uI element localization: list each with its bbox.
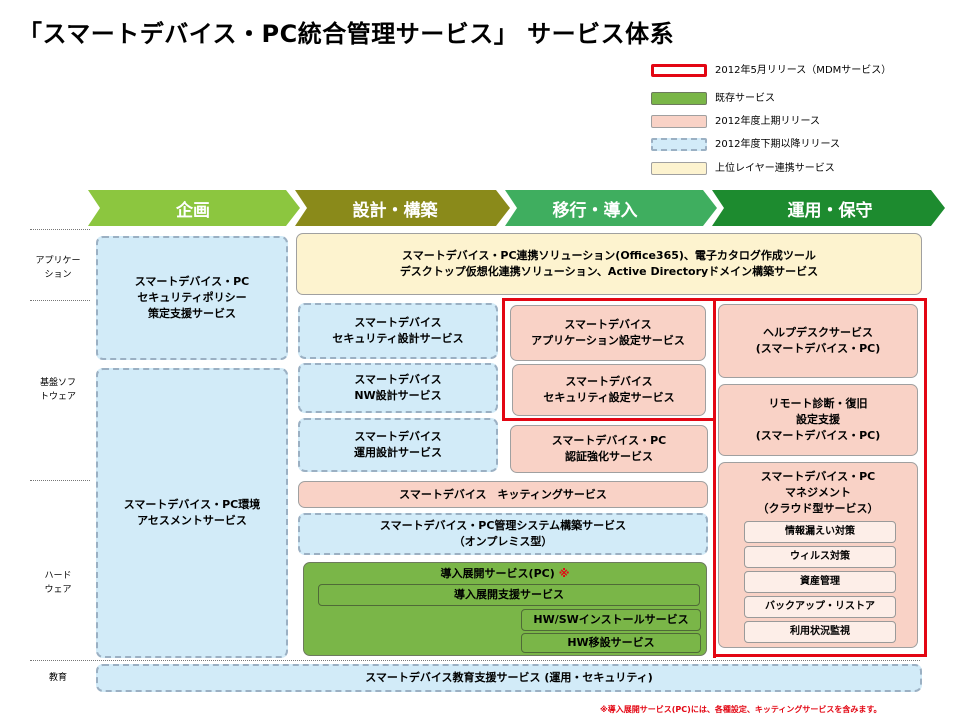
security-setting-service-box: スマートデバイス セキュリティ設定サービス: [512, 364, 706, 416]
assessment-service-box: スマートデバイス・PC環境 アセスメントサービス: [96, 368, 288, 658]
mdm-release-frame-step-down: [713, 418, 716, 658]
legend-swatch-yellow: [651, 162, 707, 175]
phase-label-migration: 移行・導入: [552, 201, 638, 221]
layer-label-hardware: ハード ウェア: [44, 571, 72, 595]
app-link-service-box: スマートデバイス・PC連携ソリューション(Office365)、電子カタログ作成…: [296, 233, 922, 295]
management-service-label: スマートデバイス・PC マネジメント （クラウド型サービス）: [757, 470, 879, 515]
legend-label: 2012年度上期リリース: [715, 116, 820, 127]
hw-sw-install-service-box: HW/SWインストールサービス: [521, 609, 701, 631]
phase-label-operation: 運用・保守: [787, 201, 873, 221]
legend-swatch-blue-dashed: [651, 138, 707, 151]
auth-service-box: スマートデバイス・PC 認証強化サービス: [510, 425, 708, 473]
deploy-note-mark: ※: [558, 567, 570, 580]
layer-separator: [30, 229, 90, 230]
hw-move-service-box: HW移設サービス: [521, 633, 701, 653]
legend-label: 上位レイヤー連携サービス: [715, 163, 835, 174]
mdm-release-frame-step: [502, 418, 716, 421]
legend-swatch-red-outline: [651, 64, 707, 77]
legend-label: 2012年度下期以降リリース: [715, 139, 840, 150]
phase-arrow-design: [295, 190, 510, 226]
nw-design-service-box: スマートデバイス NW設計サービス: [298, 363, 498, 413]
ops-design-service-box: スマートデバイス 運用設計サービス: [298, 418, 498, 472]
legend-label: 2012年5月リリース（MDMサービス）: [715, 65, 892, 76]
layer-label-education: 教育: [48, 673, 67, 683]
phase-arrow-migration: [505, 190, 717, 226]
mgmt-item-usage: 利用状況監視: [744, 621, 896, 643]
phase-arrows: [88, 190, 945, 226]
policy-service-box: スマートデバイス・PC セキュリティポリシー 策定支援サービス: [96, 236, 288, 360]
footnote: ※導入展開サービス(PC)には、各種設定、キッティングサービスを含みます。: [600, 705, 882, 714]
layer-label-application: アプリケー ション: [35, 256, 81, 280]
app-setting-service-box: スマートデバイス アプリケーション設定サービス: [510, 305, 706, 361]
mgmt-item-asset: 資産管理: [744, 571, 896, 593]
page-title: 「スマートデバイス・PC統合管理サービス」 サービス体系: [18, 20, 675, 48]
legend-swatch-green: [651, 92, 707, 105]
mgmt-item-virus: ウィルス対策: [744, 546, 896, 568]
mgmt-item-backup: バックアップ・リストア: [744, 596, 896, 618]
education-service-box: スマートデバイス教育支援サービス (運用・セキュリティ): [96, 664, 922, 692]
phase-label-planning: 企画: [176, 201, 210, 221]
phase-arrow-planning: [88, 190, 300, 226]
security-design-service-box: スマートデバイス セキュリティ設計サービス: [298, 303, 498, 359]
mdm-release-frame-upper: [502, 298, 716, 421]
layer-separator: [30, 660, 920, 661]
helpdesk-service-box: ヘルプデスクサービス (スマートデバイス・PC): [718, 304, 918, 378]
mgmt-system-service-box: スマートデバイス・PC管理システム構築サービス （オンプレミス型）: [298, 513, 708, 555]
layer-label-basic-software: 基盤ソフ トウェア: [39, 378, 76, 402]
mdm-release-frame-right: [713, 298, 927, 657]
phase-arrow-operation: [712, 190, 945, 226]
mgmt-item-info-leak: 情報漏えい対策: [744, 521, 896, 543]
layer-separator: [30, 300, 90, 301]
deploy-support-service-box: 導入展開支援サービス: [318, 584, 700, 606]
legend-swatch-pink: [651, 115, 707, 128]
layer-separator: [30, 480, 90, 481]
remote-service-box: リモート診断・復旧 設定支援 (スマートデバイス・PC): [718, 384, 918, 456]
phase-label-design: 設計・構築: [352, 201, 438, 221]
deploy-service-label: 導入展開サービス(PC): [440, 567, 555, 580]
legend-label: 既存サービス: [715, 93, 775, 104]
kitting-service-box: スマートデバイス キッティングサービス: [298, 481, 708, 508]
